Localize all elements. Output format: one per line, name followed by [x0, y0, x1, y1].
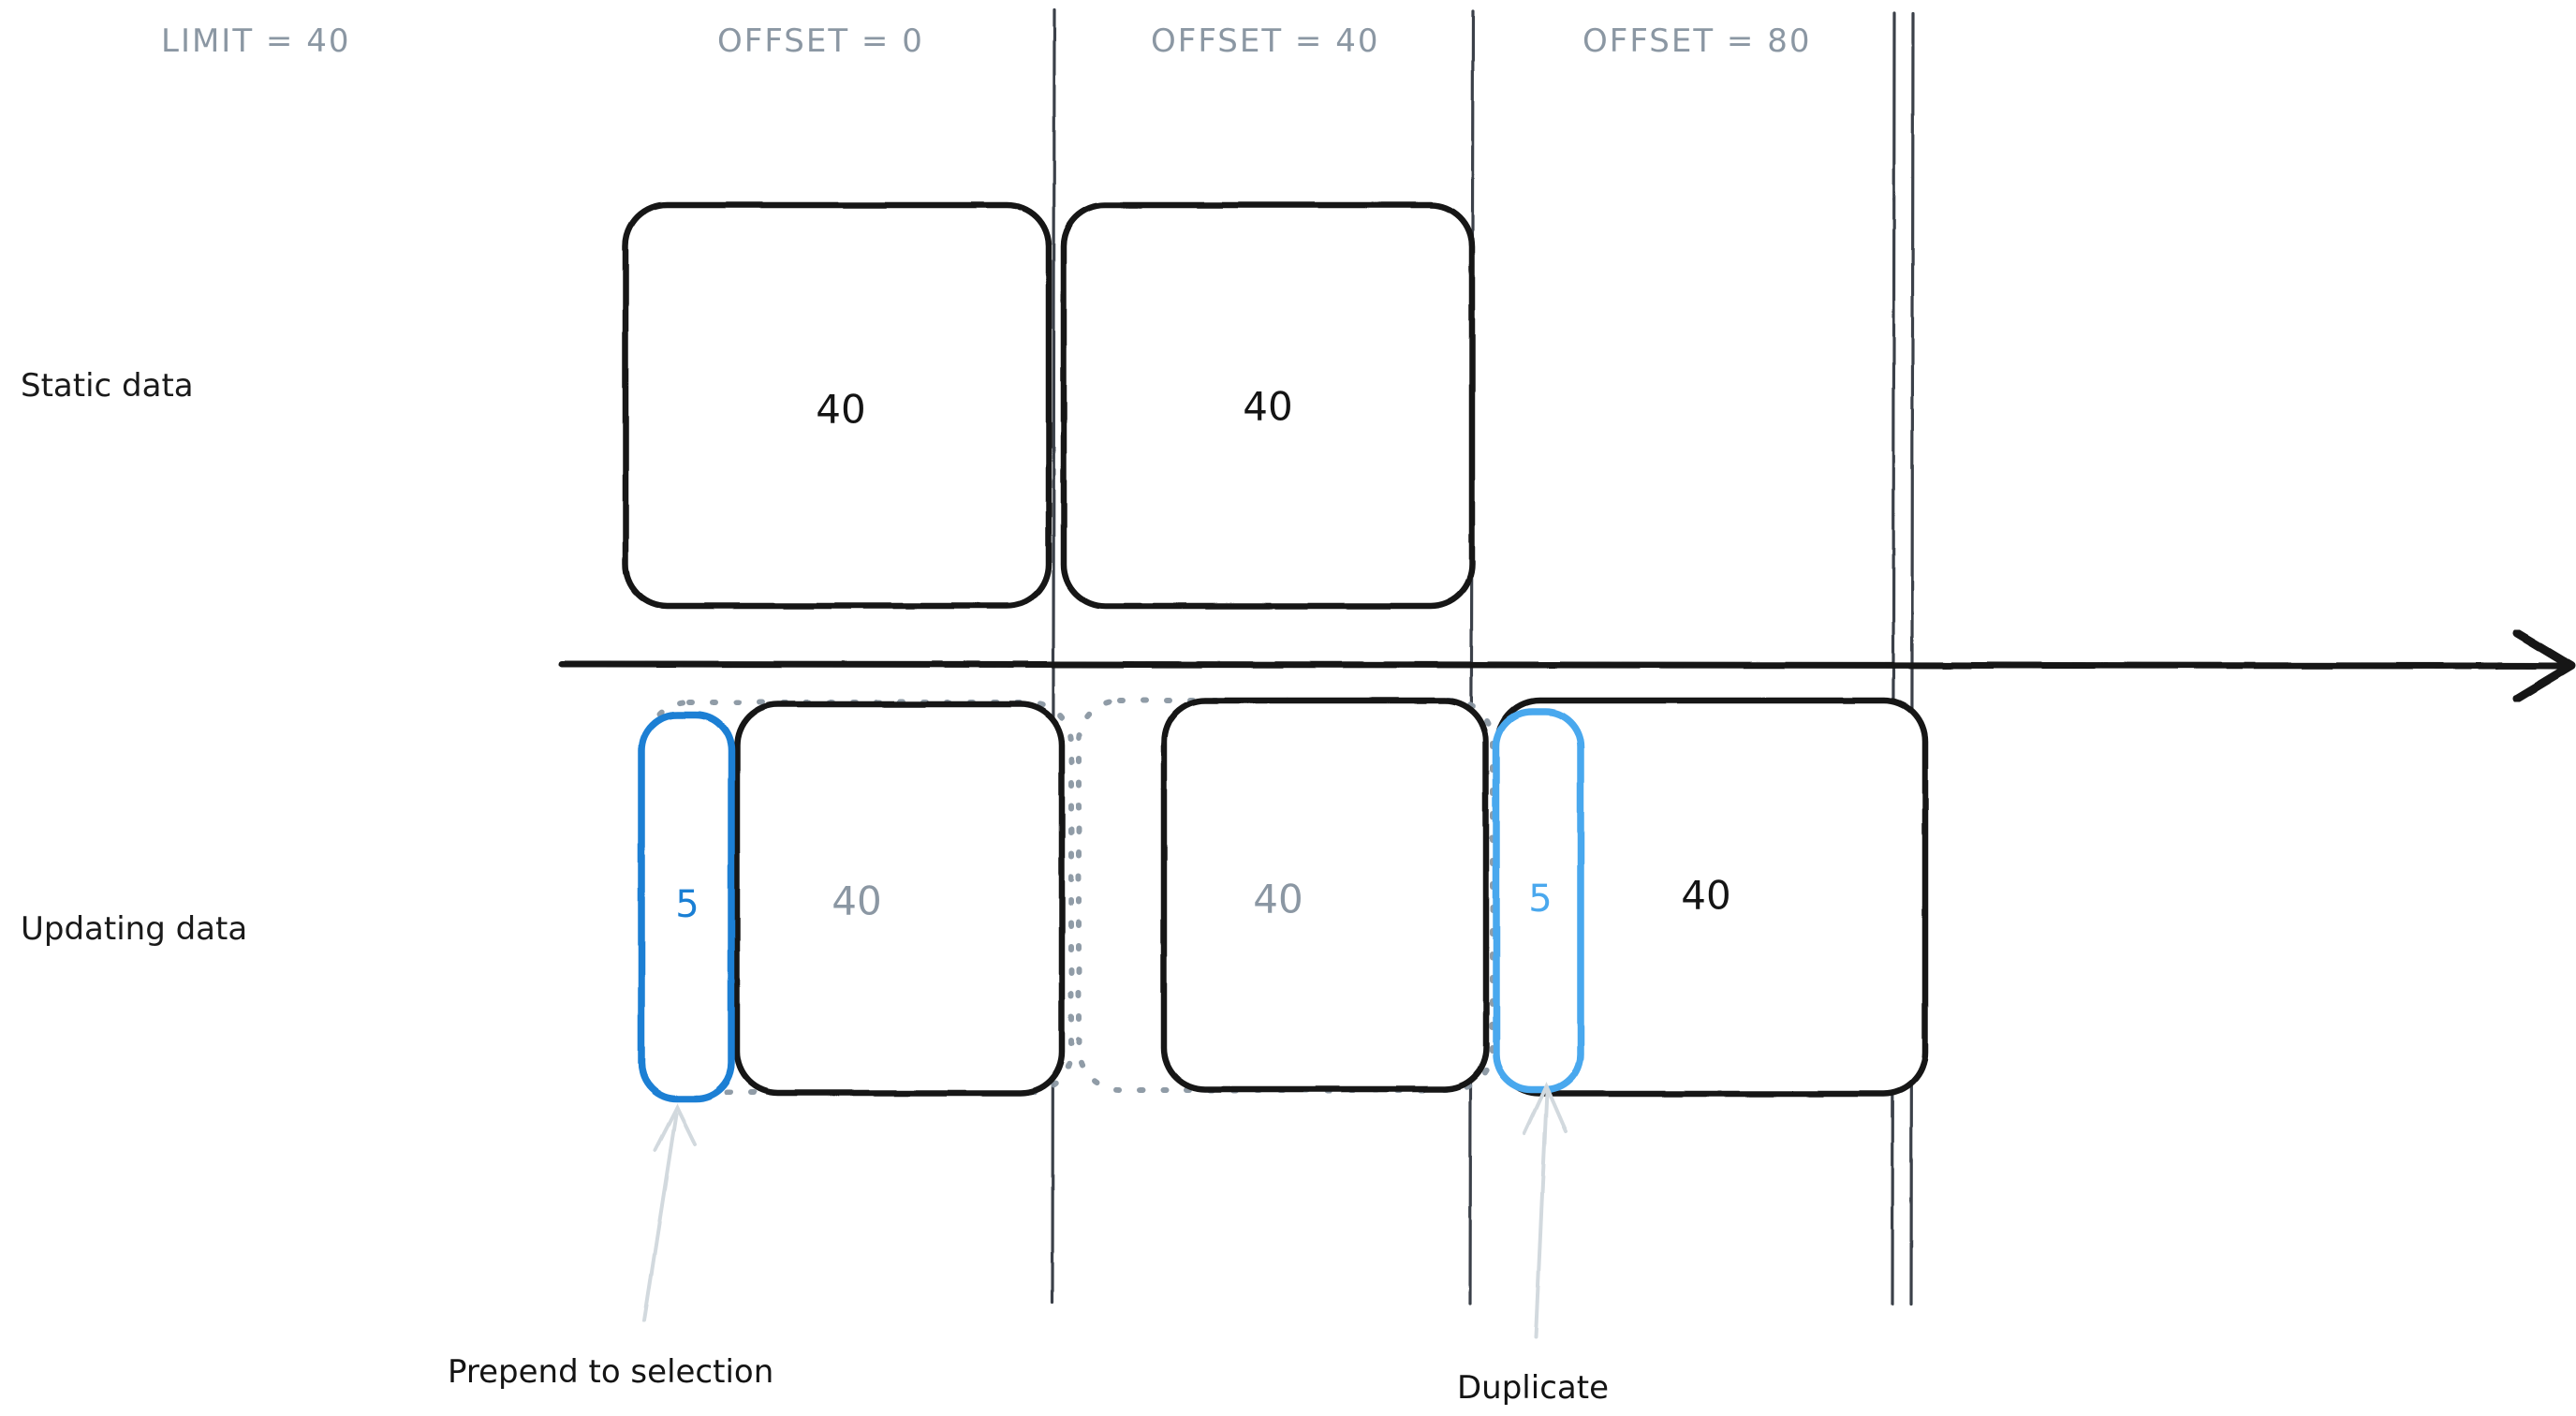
updating-box-40-2 — [1160, 697, 1490, 1093]
static-box-2-value: 40 — [1243, 383, 1293, 430]
callout-arrow-duplicate — [1534, 1089, 1549, 1339]
updating-box-5-1 — [638, 711, 735, 1102]
divider-line-3 — [1891, 11, 1896, 1305]
static-box-1-value: 40 — [816, 386, 866, 433]
static-box-1 — [622, 201, 1052, 610]
header-offset-80: OFFSET = 80 — [1582, 22, 1812, 60]
divider-line-1 — [1051, 7, 1056, 1304]
timeline-axis — [558, 628, 2576, 703]
updating-box-5-1-value: 5 — [675, 883, 699, 926]
static-box-2 — [1060, 201, 1476, 610]
divider-line-4 — [1909, 11, 1915, 1305]
row-label-updating-data: Updating data — [21, 910, 248, 948]
header-limit: LIMIT = 40 — [161, 22, 351, 60]
row-label-static-data: Static data — [21, 367, 194, 405]
arrow-head-icon — [2512, 628, 2576, 703]
callout-arrow-prepend — [642, 1113, 678, 1322]
header-offset-0: OFFSET = 0 — [717, 22, 924, 60]
annotation-prepend-to-selection: Prepend to selection — [448, 1353, 774, 1391]
updating-box-40-3-value: 40 — [1681, 872, 1731, 919]
annotation-duplicate: Duplicate — [1457, 1369, 1609, 1407]
ghost-outline-2 — [1076, 698, 1495, 1093]
updating-box-40-1-value: 40 — [832, 878, 882, 924]
updating-box-5-2-value: 5 — [1528, 878, 1553, 921]
header-offset-40: OFFSET = 40 — [1151, 22, 1380, 60]
divider-line-2 — [1468, 9, 1475, 1305]
updating-box-5-2 — [1493, 708, 1584, 1094]
updating-box-40-2-value: 40 — [1253, 876, 1303, 922]
updating-box-40-1 — [733, 701, 1066, 1097]
